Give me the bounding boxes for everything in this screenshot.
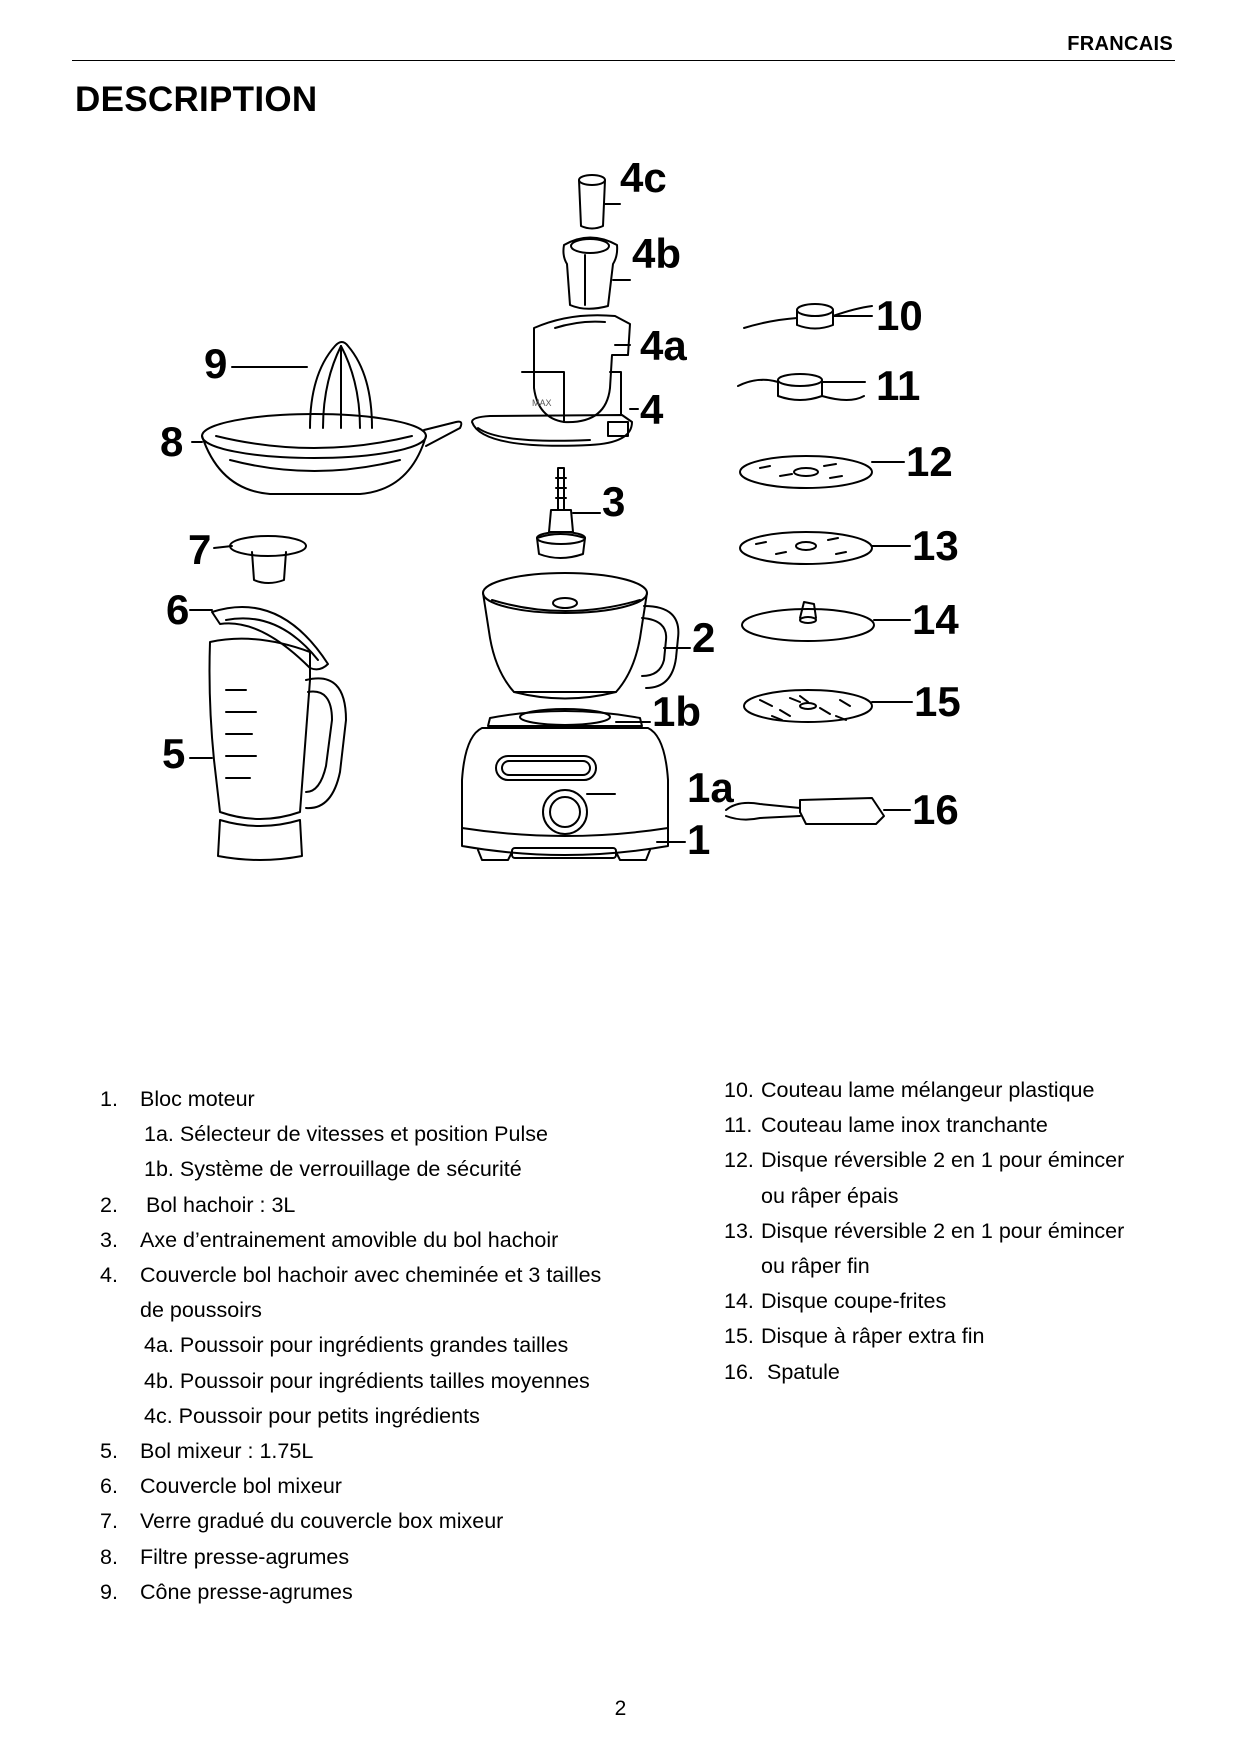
callout-5: 5 bbox=[162, 730, 185, 777]
section-title: DESCRIPTION bbox=[75, 80, 318, 120]
grater-disc-15 bbox=[744, 690, 912, 722]
list-item: 7.Verre gradué du couvercle box mixeur bbox=[100, 1504, 660, 1539]
callout-10: 10 bbox=[876, 292, 923, 339]
callout-6: 6 bbox=[166, 586, 189, 633]
parts-list-right: 10.Couteau lame mélangeur plastique 11.C… bbox=[724, 1073, 1194, 1390]
list-item: 2. Bol hachoir : 3L bbox=[100, 1188, 660, 1223]
list-item: 4.Couvercle bol hachoir avec cheminée et… bbox=[100, 1258, 660, 1293]
callout-1a: 1a bbox=[687, 764, 734, 811]
list-item: 13.Disque réversible 2 en 1 pour émincer bbox=[724, 1214, 1194, 1249]
list-item: 15.Disque à râper extra fin bbox=[724, 1319, 1194, 1354]
small-pusher-4c bbox=[579, 175, 620, 229]
list-subitem: 1b. Système de verrouillage de sécurité bbox=[100, 1152, 660, 1187]
citrus-press-8-9 bbox=[192, 342, 461, 494]
callout-1b: 1b bbox=[652, 688, 701, 735]
header-rule bbox=[72, 60, 1175, 61]
callout-13: 13 bbox=[912, 522, 959, 569]
chopper-lid-4 bbox=[472, 315, 638, 446]
exploded-parts-diagram: MAX 4c 4b 4a 4 3 2 1b 1a 1 9 8 7 6 5 10 … bbox=[160, 160, 1100, 980]
callout-8: 8 bbox=[160, 418, 183, 465]
spatula-16 bbox=[726, 798, 910, 824]
chopper-bowl-2 bbox=[483, 573, 690, 699]
language-label: FRANCAIS bbox=[1067, 33, 1173, 56]
list-item: 8.Filtre presse-agrumes bbox=[100, 1540, 660, 1575]
callout-2: 2 bbox=[692, 614, 715, 661]
list-item: 5.Bol mixeur : 1.75L bbox=[100, 1434, 660, 1469]
list-subitem: 4b. Poussoir pour ingrédients tailles mo… bbox=[100, 1364, 660, 1399]
drive-shaft-3 bbox=[537, 468, 600, 558]
list-continuation: ou râper épais bbox=[724, 1179, 1194, 1214]
list-item: 16. Spatule bbox=[724, 1355, 1194, 1390]
callout-7: 7 bbox=[188, 526, 211, 573]
list-item: 12.Disque réversible 2 en 1 pour émincer bbox=[724, 1143, 1194, 1178]
plastic-blade-10 bbox=[744, 304, 872, 329]
callout-1: 1 bbox=[687, 816, 710, 863]
callout-9: 9 bbox=[204, 340, 227, 387]
callout-12: 12 bbox=[906, 438, 953, 485]
list-item: 14.Disque coupe-frites bbox=[724, 1284, 1194, 1319]
list-subitem: 4a. Poussoir pour ingrédients grandes ta… bbox=[100, 1328, 660, 1363]
callout-4a: 4a bbox=[640, 322, 687, 369]
callout-14: 14 bbox=[912, 596, 959, 643]
callout-4b: 4b bbox=[632, 230, 681, 277]
reversible-disc-13 bbox=[740, 532, 910, 564]
list-item: 1.Bloc moteur bbox=[100, 1082, 660, 1117]
max-marking: MAX bbox=[532, 398, 552, 408]
page-number: 2 bbox=[0, 1697, 1241, 1721]
callout-4c: 4c bbox=[620, 160, 667, 201]
list-continuation: de poussoirs bbox=[100, 1293, 660, 1328]
blender-jar-5-6 bbox=[190, 607, 346, 860]
list-item: 3.Axe d’entrainement amovible du bol hac… bbox=[100, 1223, 660, 1258]
callout-3: 3 bbox=[602, 478, 625, 525]
list-item: 10.Couteau lame mélangeur plastique bbox=[724, 1073, 1194, 1108]
callout-4: 4 bbox=[640, 386, 664, 433]
measuring-cup-7 bbox=[214, 536, 306, 583]
reversible-disc-12 bbox=[740, 456, 904, 488]
list-item: 6.Couvercle bol mixeur bbox=[100, 1469, 660, 1504]
list-subitem: 4c. Poussoir pour petits ingrédients bbox=[100, 1399, 660, 1434]
medium-pusher-4b bbox=[563, 238, 630, 309]
list-subitem: 1a. Sélecteur de vitesses et position Pu… bbox=[100, 1117, 660, 1152]
list-item: 11.Couteau lame inox tranchante bbox=[724, 1108, 1194, 1143]
list-item: 9.Cône presse-agrumes bbox=[100, 1575, 660, 1610]
parts-list-left: 1.Bloc moteur 1a. Sélecteur de vitesses … bbox=[100, 1082, 660, 1610]
callout-11: 11 bbox=[876, 362, 920, 409]
callout-16: 16 bbox=[912, 786, 959, 833]
chips-disc-14 bbox=[742, 602, 910, 641]
list-continuation: ou râper fin bbox=[724, 1249, 1194, 1284]
callout-15: 15 bbox=[914, 678, 961, 725]
steel-blade-11 bbox=[738, 374, 865, 400]
